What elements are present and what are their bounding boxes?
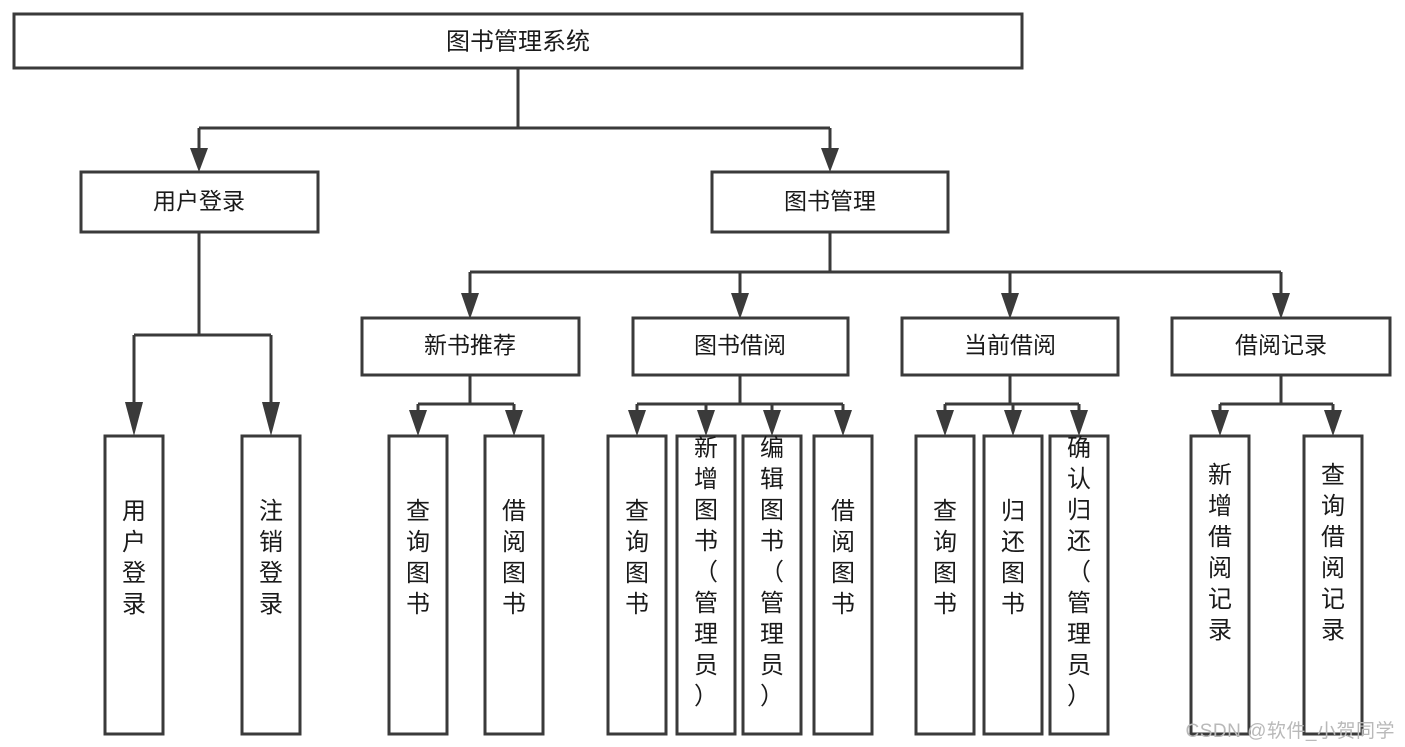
arrow-head-leaf-return-book <box>1004 410 1022 436</box>
node-current-borrow-box[interactable] <box>900 316 1120 377</box>
arrow-head-leaf-query-book-3 <box>936 410 954 436</box>
node-new-book-recommend-label: 新书推荐 <box>424 332 516 358</box>
node-borrow-record[interactable]: 借阅记录 <box>1170 316 1392 377</box>
arrow-head-leaf-edit-book <box>763 410 781 436</box>
node-leaf-user-logout[interactable]: 注销登录 <box>240 434 302 736</box>
arrow-head-leaf-query-book-1 <box>409 410 427 436</box>
arrow-head-leaf-query-book-2 <box>628 410 646 436</box>
node-leaf-add-book-box[interactable] <box>675 434 737 736</box>
node-leaf-borrow-book-1-label: 借阅图书 <box>502 498 526 618</box>
node-user-login-box[interactable] <box>79 170 320 234</box>
node-leaf-borrow-book-2[interactable]: 借阅图书 <box>812 434 874 736</box>
arrow-head-user-login <box>190 148 208 172</box>
node-leaf-query-record-label: 查询借阅记录 <box>1321 462 1345 644</box>
node-leaf-return-book[interactable]: 归还图书 <box>982 434 1044 736</box>
node-leaf-add-record-label: 新增借阅记录 <box>1208 462 1232 644</box>
node-leaf-user-login[interactable]: 用户登录 <box>103 434 165 736</box>
node-new-book-recommend-box[interactable] <box>360 316 581 377</box>
node-leaf-query-book-1-box[interactable] <box>387 434 449 736</box>
node-user-login[interactable]: 用户登录 <box>79 170 320 234</box>
arrow-head-leaf-add-record <box>1211 410 1229 436</box>
arrow-head-leaf-borrow-book-2 <box>834 410 852 436</box>
node-leaf-return-book-label: 归还图书 <box>1001 498 1025 618</box>
node-leaf-confirm-return-box[interactable] <box>1048 434 1110 736</box>
node-leaf-user-login-box[interactable] <box>103 434 165 736</box>
arrow-head-leaf-user-logout <box>262 402 280 436</box>
node-leaf-edit-book[interactable]: 编辑图书（管理员） <box>741 434 803 736</box>
node-leaf-query-book-2[interactable]: 查询图书 <box>606 434 668 736</box>
node-root-box[interactable] <box>12 12 1024 70</box>
csdn-watermark: CSDN @软件_小贺同学 <box>1185 721 1395 742</box>
node-current-borrow-label: 当前借阅 <box>964 332 1056 358</box>
connector-layer <box>125 68 1342 436</box>
arrow-head-new-book-recommend <box>461 293 479 319</box>
node-new-book-recommend[interactable]: 新书推荐 <box>360 316 581 377</box>
node-leaf-borrow-book-1-box[interactable] <box>483 434 545 736</box>
node-leaf-query-book-1-label: 查询图书 <box>406 498 430 618</box>
arrow-head-leaf-borrow-book-1 <box>505 410 523 436</box>
arrow-head-borrow-record <box>1272 293 1290 319</box>
node-leaf-return-book-box[interactable] <box>982 434 1044 736</box>
node-leaf-add-book-label: 新增图书（管理员） <box>694 435 718 710</box>
node-book-borrow-box[interactable] <box>631 316 850 377</box>
arrow-head-leaf-confirm-return <box>1070 410 1088 436</box>
node-leaf-borrow-book-1[interactable]: 借阅图书 <box>483 434 545 736</box>
node-leaf-add-record[interactable]: 新增借阅记录 <box>1189 434 1251 736</box>
node-leaf-query-book-3[interactable]: 查询图书 <box>914 434 976 736</box>
node-leaf-query-book-2-box[interactable] <box>606 434 668 736</box>
arrow-head-leaf-user-login <box>125 402 143 436</box>
arrow-head-leaf-query-record <box>1324 410 1342 436</box>
node-leaf-add-record-box[interactable] <box>1189 434 1251 736</box>
node-leaf-confirm-return[interactable]: 确认归还（管理员） <box>1048 434 1110 736</box>
node-user-login-label: 用户登录 <box>153 188 245 214</box>
node-borrow-record-box[interactable] <box>1170 316 1392 377</box>
node-leaf-user-logout-box[interactable] <box>240 434 302 736</box>
node-leaf-query-book-1[interactable]: 查询图书 <box>387 434 449 736</box>
node-leaf-query-book-3-label: 查询图书 <box>933 498 957 618</box>
node-leaf-borrow-book-2-box[interactable] <box>812 434 874 736</box>
node-leaf-add-book[interactable]: 新增图书（管理员） <box>675 434 737 736</box>
node-book-manage[interactable]: 图书管理 <box>710 170 950 234</box>
node-leaf-user-login-label: 用户登录 <box>122 498 146 618</box>
node-leaf-borrow-book-2-label: 借阅图书 <box>831 498 855 618</box>
node-leaf-edit-book-box[interactable] <box>741 434 803 736</box>
node-borrow-record-label: 借阅记录 <box>1235 332 1327 358</box>
node-book-manage-box[interactable] <box>710 170 950 234</box>
node-root-label: 图书管理系统 <box>446 28 590 55</box>
arrow-head-book-borrow <box>731 293 749 319</box>
node-leaf-query-book-3-box[interactable] <box>914 434 976 736</box>
node-leaf-query-record[interactable]: 查询借阅记录 <box>1302 434 1364 736</box>
arrow-head-current-borrow <box>1001 293 1019 319</box>
node-leaf-query-record-box[interactable] <box>1302 434 1364 736</box>
node-book-borrow-label: 图书借阅 <box>694 332 786 358</box>
node-leaf-confirm-return-label: 确认归还（管理员） <box>1067 435 1091 710</box>
node-root[interactable]: 图书管理系统 <box>12 12 1024 70</box>
arrow-head-book-manage <box>821 148 839 172</box>
node-book-manage-label: 图书管理 <box>784 188 876 214</box>
arrow-head-leaf-add-book <box>697 410 715 436</box>
node-current-borrow[interactable]: 当前借阅 <box>900 316 1120 377</box>
node-leaf-edit-book-label: 编辑图书（管理员） <box>760 435 784 710</box>
node-book-borrow[interactable]: 图书借阅 <box>631 316 850 377</box>
node-leaf-user-logout-label: 注销登录 <box>259 498 283 618</box>
node-leaf-query-book-2-label: 查询图书 <box>625 498 649 618</box>
